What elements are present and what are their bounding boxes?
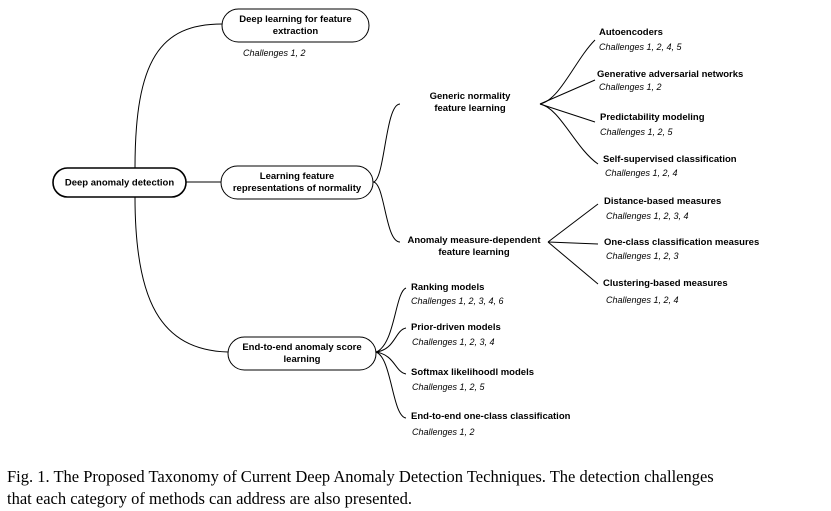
leaf-label: Softmax likelihoodl models [411, 367, 534, 378]
challenges-text: Challenges 1, 2, 5 [600, 127, 674, 137]
branch-label-line: representations of normality [233, 183, 362, 194]
edge-root-to-end-to-end [134, 196, 229, 353]
challenges-text: Challenges 1, 2, 3, 4 [412, 337, 495, 347]
edge-generic-to-self-supervised [539, 103, 599, 165]
branch-end-to-end: End-to-end anomaly score learning Rankin… [227, 282, 571, 437]
edge-normality-to-measure [372, 181, 401, 243]
challenges-text: Challenges 1, 2, 4 [605, 168, 678, 178]
subgroup-label-line: Anomaly measure-dependent [407, 235, 541, 246]
root-node: Deep anomaly detection [52, 167, 187, 198]
edge-endtoend-to-oneclass-e2e [375, 351, 407, 419]
edge-normality-to-generic [372, 103, 401, 183]
subgroup-generic-normality: Generic normality feature learning Autoe… [430, 27, 744, 178]
caption-line: that each category of methods can addres… [7, 489, 412, 508]
subgroup-measure-dependent: Anomaly measure-dependent feature learni… [407, 196, 759, 305]
leaf-label: Ranking models [411, 282, 484, 293]
subgroup-label-line: Generic normality [430, 91, 511, 102]
leaf-label: Clustering-based measures [603, 278, 728, 289]
connectors [134, 23, 599, 419]
challenges-text: Challenges 1, 2, 3, 4 [606, 211, 689, 221]
challenges-text: Challenges 1, 2, 3, 4, 6 [411, 296, 504, 306]
leaf-label: Autoencoders [599, 27, 663, 38]
leaf-label: End-to-end one-class classification [411, 411, 571, 422]
subgroup-label-line: feature learning [438, 247, 509, 258]
edge-generic-to-gan [539, 79, 596, 105]
branch-label-line: End-to-end anomaly score [242, 342, 361, 353]
edge-root-to-feature-extraction [134, 23, 223, 169]
branch-label-line: extraction [273, 26, 319, 37]
leaf-label: Generative adversarial networks [597, 69, 743, 80]
leaf-label: One-class classification measures [604, 237, 759, 248]
edge-endtoend-to-softmax [375, 351, 407, 375]
branch-feature-extraction: Deep learning for feature extraction Cha… [221, 8, 370, 58]
figure-caption: Fig. 1. The Proposed Taxonomy of Current… [7, 466, 827, 510]
challenges-text: Challenges 1, 2 [599, 82, 662, 92]
challenges-text: Challenges 1, 2 [243, 48, 306, 58]
branch-label-line: Deep learning for feature [239, 14, 351, 25]
branch-label-line: Learning feature [260, 171, 334, 182]
branch-label-line: learning [284, 354, 321, 365]
challenges-text: Challenges 1, 2, 4, 5 [599, 42, 683, 52]
caption-line: Fig. 1. The Proposed Taxonomy of Current… [7, 467, 714, 486]
edge-generic-to-predictability [539, 103, 596, 123]
edge-endtoend-to-prior [375, 327, 407, 353]
edge-measure-to-clustering [547, 241, 599, 285]
challenges-text: Challenges 1, 2, 5 [412, 382, 486, 392]
leaf-label: Distance-based measures [604, 196, 721, 207]
leaf-label: Self-supervised classification [603, 154, 737, 165]
taxonomy-diagram: Deep anomaly detection Deep learning for… [52, 8, 759, 437]
edge-generic-to-autoencoders [539, 39, 596, 105]
challenges-text: Challenges 1, 2, 3 [606, 251, 679, 261]
leaf-label: Predictability modeling [600, 112, 705, 123]
branch-normality-representation: Learning feature representations of norm… [220, 27, 759, 305]
leaf-label: Prior-driven models [411, 322, 501, 333]
edge-endtoend-to-ranking [375, 287, 407, 353]
challenges-text: Challenges 1, 2, 4 [606, 295, 679, 305]
edge-measure-to-oneclass [547, 241, 599, 245]
edge-measure-to-distance [547, 203, 599, 243]
subgroup-label-line: feature learning [434, 103, 505, 114]
challenges-text: Challenges 1, 2 [412, 427, 475, 437]
root-label: Deep anomaly detection [65, 178, 174, 189]
